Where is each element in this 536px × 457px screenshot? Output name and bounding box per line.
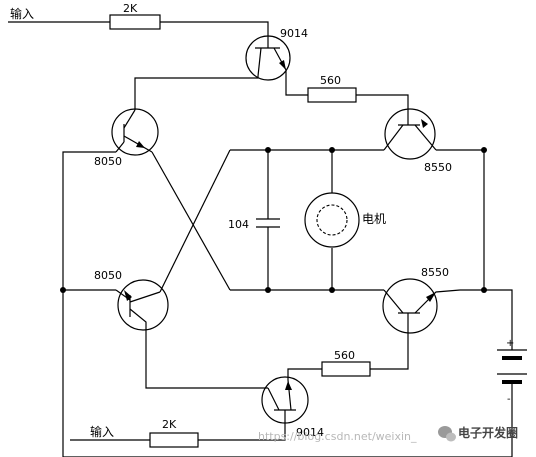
battery xyxy=(497,349,527,392)
resistor-label-560-top: 560 xyxy=(320,74,341,87)
transistor-8550-right-bottom xyxy=(382,278,461,334)
transistor-label-9014-top: 9014 xyxy=(280,27,308,40)
input-label-top: 输入 xyxy=(10,6,34,21)
transistor-9014-bottom xyxy=(261,376,309,424)
transistor-label-8550-right-bottom: 8550 xyxy=(421,266,449,279)
motor-label: 电机 xyxy=(362,212,386,226)
resistor-label-2k-bottom: 2K xyxy=(162,418,177,431)
watermark-brand: 电子开发圈 xyxy=(458,425,518,440)
watermark-url: https://blog.csdn.net/weixin_ xyxy=(258,430,417,443)
junction-dots xyxy=(60,147,487,293)
battery-minus-label: - xyxy=(507,394,511,405)
capacitor-label: 104 xyxy=(228,218,249,231)
resistor-560-top xyxy=(307,87,357,103)
resistor-560-bottom xyxy=(321,361,371,377)
input-label-bottom: 输入 xyxy=(90,424,114,439)
motor xyxy=(304,192,360,248)
transistor-label-8550-right-top: 8550 xyxy=(424,161,452,174)
transistor-8550-right-top xyxy=(383,108,437,160)
wechat-icon xyxy=(438,426,456,442)
transistor-9014-top xyxy=(245,35,291,81)
battery-plus-label: + xyxy=(506,338,514,349)
transistor-8050-left-top xyxy=(111,108,159,156)
resistor-2k-bottom xyxy=(149,432,199,448)
resistor-label-560-bottom: 560 xyxy=(334,349,355,362)
transistor-label-8050-left-bottom: 8050 xyxy=(94,269,122,282)
resistor-2k-top xyxy=(109,14,161,30)
transistor-label-8050-left-top: 8050 xyxy=(94,155,122,168)
capacitor-104 xyxy=(256,218,280,228)
resistor-label-top: 2K xyxy=(123,2,138,15)
transistor-8050-left-bottom xyxy=(115,279,169,331)
wires xyxy=(8,21,513,457)
transistor-label-9014-bottom: 9014 xyxy=(296,426,324,439)
